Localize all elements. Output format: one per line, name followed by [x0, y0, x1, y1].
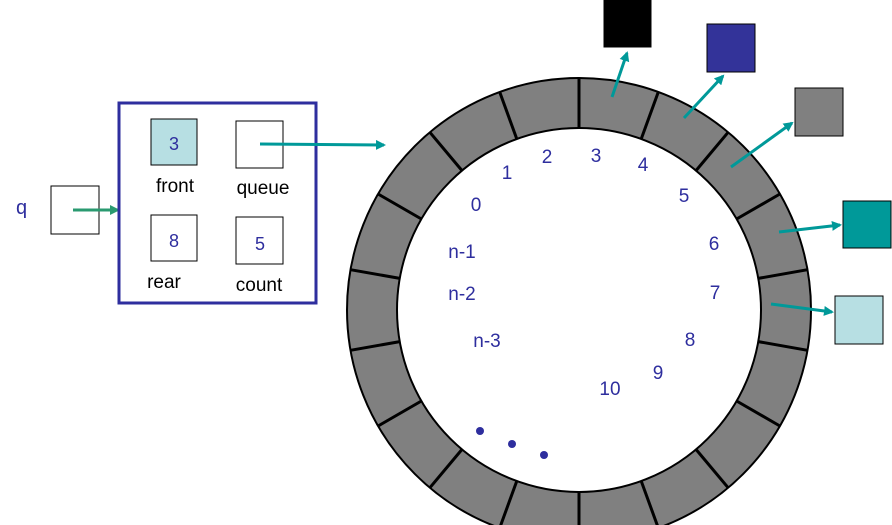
count-label: count [236, 275, 283, 296]
index-label: 4 [638, 155, 649, 176]
ring-slot-divider [350, 340, 401, 352]
slot3-arrow [610, 51, 630, 98]
ring-slot-divider [757, 340, 808, 352]
index-label: n-2 [448, 284, 475, 305]
index-label: n-3 [473, 331, 500, 352]
ring-slot-divider [757, 268, 808, 280]
ring-slot-divider [377, 192, 423, 221]
queue-pointer-arrow [259, 139, 386, 150]
rear-value: 8 [169, 231, 179, 251]
slot4-arrow [682, 74, 725, 120]
index-label: 2 [542, 147, 553, 168]
count-field-box [235, 216, 284, 265]
rear-label: rear [147, 272, 181, 293]
ring-slot-divider [735, 399, 781, 428]
item-gray-box [794, 87, 844, 137]
rear-field-box [150, 214, 198, 262]
ring-slot-divider [735, 192, 781, 221]
ring-slot-divider [428, 131, 464, 172]
ring-slot-divider [694, 448, 730, 489]
count-value: 5 [255, 234, 265, 254]
index-label: 1 [502, 163, 513, 184]
index-label: 7 [710, 283, 721, 304]
ellipsis-dot [508, 440, 516, 448]
ring-slot-divider [498, 91, 519, 140]
ring-slot-dividers [350, 78, 808, 525]
ring-slot-divider [694, 131, 730, 172]
ring-slot-divider [428, 448, 464, 489]
index-labels: 0 1 2 3 4 5 6 7 8 9 10 n-1 n-2 n-3 [448, 146, 720, 400]
item-teal-box [842, 200, 892, 249]
ring-ellipsis [476, 427, 548, 459]
ring-slot-divider [377, 399, 423, 428]
ellipsis-dot [540, 451, 548, 459]
queued-items [603, 0, 892, 345]
index-label: 9 [653, 363, 664, 384]
index-label: 5 [679, 186, 690, 207]
slot7-arrow [770, 302, 834, 316]
item-navy-box [706, 23, 756, 73]
slot6-arrow [778, 220, 842, 234]
front-label: front [156, 176, 195, 197]
ring-inner [396, 127, 762, 493]
ring-slot-divider [499, 480, 519, 525]
ring-slot-divider [639, 91, 660, 140]
queue-label: queue [237, 178, 290, 199]
front-field-box [150, 118, 198, 166]
index-label: n-1 [448, 242, 475, 263]
index-label: 8 [685, 330, 696, 351]
index-label: 3 [591, 146, 602, 167]
ring-slot-divider [639, 480, 659, 525]
index-label: 0 [471, 195, 482, 216]
index-label: 10 [599, 379, 620, 400]
index-label: 6 [709, 234, 720, 255]
circular-array-ring [346, 77, 812, 525]
ellipsis-dot [476, 427, 484, 435]
front-value: 3 [169, 134, 179, 154]
item-lightblue-box [834, 295, 884, 345]
q-label: q [16, 197, 27, 219]
slot5-arrow [730, 121, 794, 169]
item-black-box [603, 0, 652, 48]
ring-slot-divider [350, 268, 401, 280]
